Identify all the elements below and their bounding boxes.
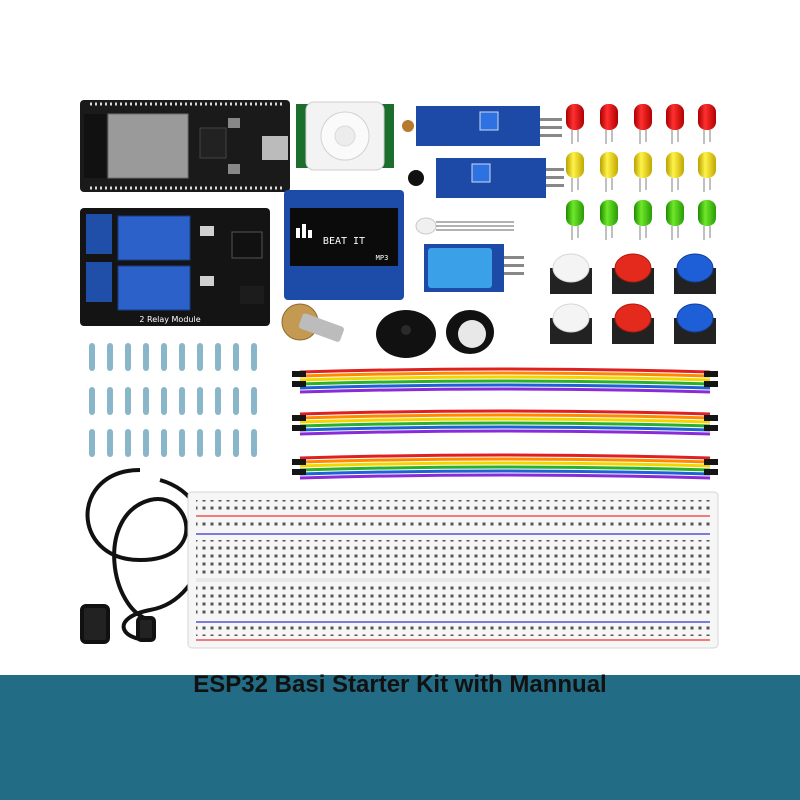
potentiometer <box>281 303 344 342</box>
product-caption: ESP32 Basi Starter Kit with Mannual <box>193 671 607 698</box>
oled-badge: MP3 <box>376 254 389 262</box>
dht11-sensor <box>424 244 524 292</box>
green-leds <box>566 200 716 226</box>
red-leds <box>566 104 716 130</box>
jumper-wires <box>292 367 718 480</box>
jumper-bundle-1 <box>299 367 711 394</box>
oled-display: BEAT IT MP3 <box>284 190 404 300</box>
jumper-bundle-3 <box>299 453 711 480</box>
push-buttons <box>550 253 716 344</box>
buzzer-black <box>376 310 436 358</box>
ir-sensor-module <box>408 158 564 198</box>
rgb-led <box>415 217 514 235</box>
relay-module: 2 Relay Module <box>80 208 270 326</box>
oled-text: BEAT IT <box>323 236 365 247</box>
breadboard <box>187 491 719 649</box>
caption-banner <box>0 675 800 800</box>
resistor-rows <box>89 343 257 457</box>
usb-cable <box>80 468 207 644</box>
yellow-leds <box>566 152 716 178</box>
kit-photo: 2 Relay Module BEAT IT MP3 <box>80 100 719 649</box>
pir-sensor <box>296 101 394 171</box>
esp32-board <box>80 100 290 192</box>
buzzer-white-label <box>446 310 494 354</box>
light-sensor-module <box>402 106 562 146</box>
relay-module-label: 2 Relay Module <box>139 315 200 324</box>
jumper-bundle-2 <box>299 409 711 436</box>
led-array <box>566 104 716 240</box>
